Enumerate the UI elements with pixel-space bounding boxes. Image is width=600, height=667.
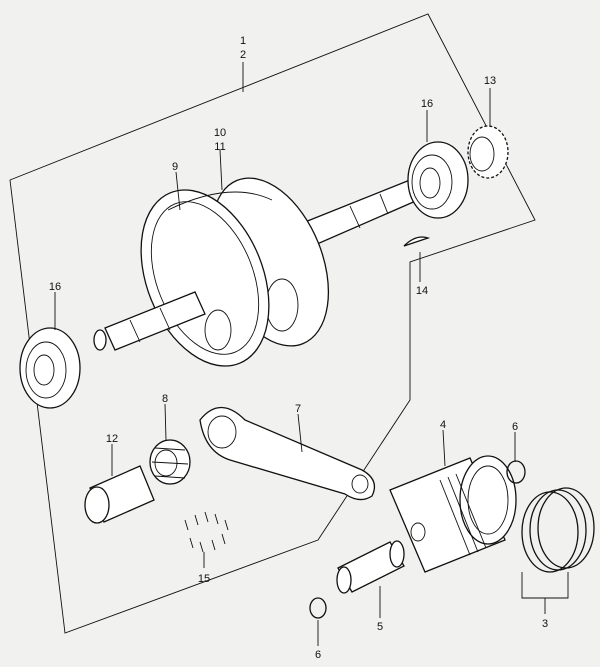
- label-16-right: 16: [421, 98, 433, 110]
- piston-rings: [521, 487, 595, 573]
- label-4: 4: [440, 419, 446, 431]
- label-16-left: 16: [49, 281, 61, 293]
- clip-bottom: [309, 597, 327, 619]
- connecting-rod: [199, 406, 376, 501]
- crank-pin: [84, 465, 155, 524]
- needle-cage: [149, 439, 191, 485]
- crankshaft: [93, 177, 419, 367]
- bearing-right: [407, 141, 469, 219]
- label-12: 12: [106, 433, 118, 445]
- label-7: 7: [295, 403, 301, 415]
- label-10: 10: [214, 127, 226, 139]
- gear: [467, 125, 509, 179]
- leader-lines: [54, 62, 569, 646]
- rollers: [184, 511, 229, 553]
- label-15: 15: [198, 573, 210, 585]
- woodruff-key: [403, 236, 431, 247]
- label-9: 9: [172, 161, 178, 173]
- label-2: 2: [240, 49, 246, 61]
- piston-pin: [336, 540, 405, 594]
- piston: [389, 455, 517, 573]
- assembly-boundary: [9, 13, 536, 634]
- label-6-bottom: 6: [315, 649, 321, 661]
- label-5: 5: [377, 621, 383, 633]
- callout-labels: 1 2 10 11 9 16 13 14 16 8 7 12 4 6 3 5 6…: [49, 35, 548, 661]
- label-14: 14: [416, 285, 428, 297]
- label-13: 13: [484, 75, 496, 87]
- label-8: 8: [162, 393, 168, 405]
- clip-top: [506, 460, 526, 484]
- label-11: 11: [214, 141, 225, 153]
- label-6-top: 6: [512, 421, 518, 433]
- label-1: 1: [240, 35, 246, 47]
- bearing-left: [19, 327, 81, 409]
- label-3: 3: [542, 618, 548, 630]
